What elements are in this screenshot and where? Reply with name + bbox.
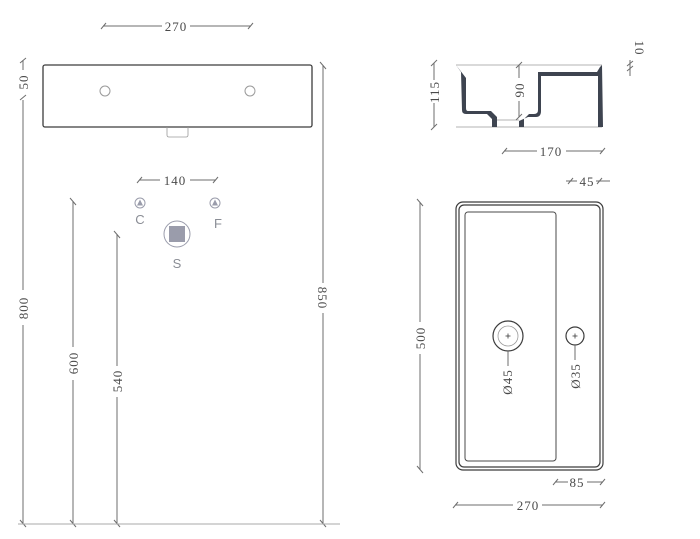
top-length-label: 500 xyxy=(413,327,428,350)
cold-supply-height-dimension: 600 xyxy=(66,197,81,528)
side-section-view: 115 90 170 10 xyxy=(427,41,647,160)
basin-inner-edge xyxy=(458,204,601,468)
bowl-outline xyxy=(464,211,557,462)
rim-thickness-label: 10 xyxy=(632,41,647,56)
mount-height-dimension: 850 xyxy=(315,61,330,528)
top-view: 45 Ø45 Ø35 500 xyxy=(413,174,610,513)
waste-label: S xyxy=(173,256,182,271)
hot-label: F xyxy=(214,216,222,231)
mounting-hole-left xyxy=(99,85,111,97)
top-length-dimension: 500 xyxy=(413,198,428,474)
side-depth-dimension: 170 xyxy=(501,144,606,159)
front-view: 270 50 800 600 xyxy=(16,19,340,528)
tap-spacing-dimension: 140 xyxy=(136,173,219,188)
bowl-depth-dimension: 90 xyxy=(512,61,527,121)
basin-outer-edge xyxy=(455,201,604,471)
mount-height-label: 850 xyxy=(315,287,330,310)
ledge-label: 45 xyxy=(580,174,595,189)
top-width-dimension: 270 xyxy=(452,498,606,513)
overall-height-dimension: 800 xyxy=(16,100,31,528)
front-width-label: 270 xyxy=(165,19,188,34)
top-thickness-dimension: 50 xyxy=(16,57,31,101)
cold-supply-height-label: 600 xyxy=(66,352,81,375)
tap-offset-label: 85 xyxy=(570,475,585,490)
tap-spacing-label: 140 xyxy=(164,173,187,188)
side-height-label: 115 xyxy=(427,81,442,103)
tap-hole-diameter-label: Ø35 xyxy=(568,363,583,388)
top-width-label: 270 xyxy=(517,498,540,513)
hot-supply-icon xyxy=(209,197,221,209)
tap-hole-icon xyxy=(565,326,585,346)
waste-height-label: 540 xyxy=(110,370,125,393)
basin-section-profile xyxy=(456,65,497,127)
front-width-dimension: 270 xyxy=(100,19,254,34)
cold-supply-icon xyxy=(134,197,146,209)
bowl-depth-label: 90 xyxy=(512,83,527,98)
cold-label: C xyxy=(135,212,144,227)
drain-icon xyxy=(492,320,524,352)
ledge-dimension: 45 xyxy=(566,174,610,189)
basin-front-outline xyxy=(42,64,313,128)
side-height-dimension: 115 xyxy=(427,59,442,131)
waste-outlet-icon xyxy=(163,220,191,248)
overall-height-label: 800 xyxy=(16,297,31,320)
drain-diameter-label: Ø45 xyxy=(500,369,515,394)
top-thickness-label: 50 xyxy=(16,75,31,90)
waste-height-dimension: 540 xyxy=(110,230,125,528)
drain-outlet xyxy=(166,127,189,138)
side-depth-label: 170 xyxy=(540,144,563,159)
rim-thickness-dimension: 10 xyxy=(626,41,647,76)
tap-offset-dimension: 85 xyxy=(552,475,606,490)
mounting-hole-right xyxy=(244,85,256,97)
